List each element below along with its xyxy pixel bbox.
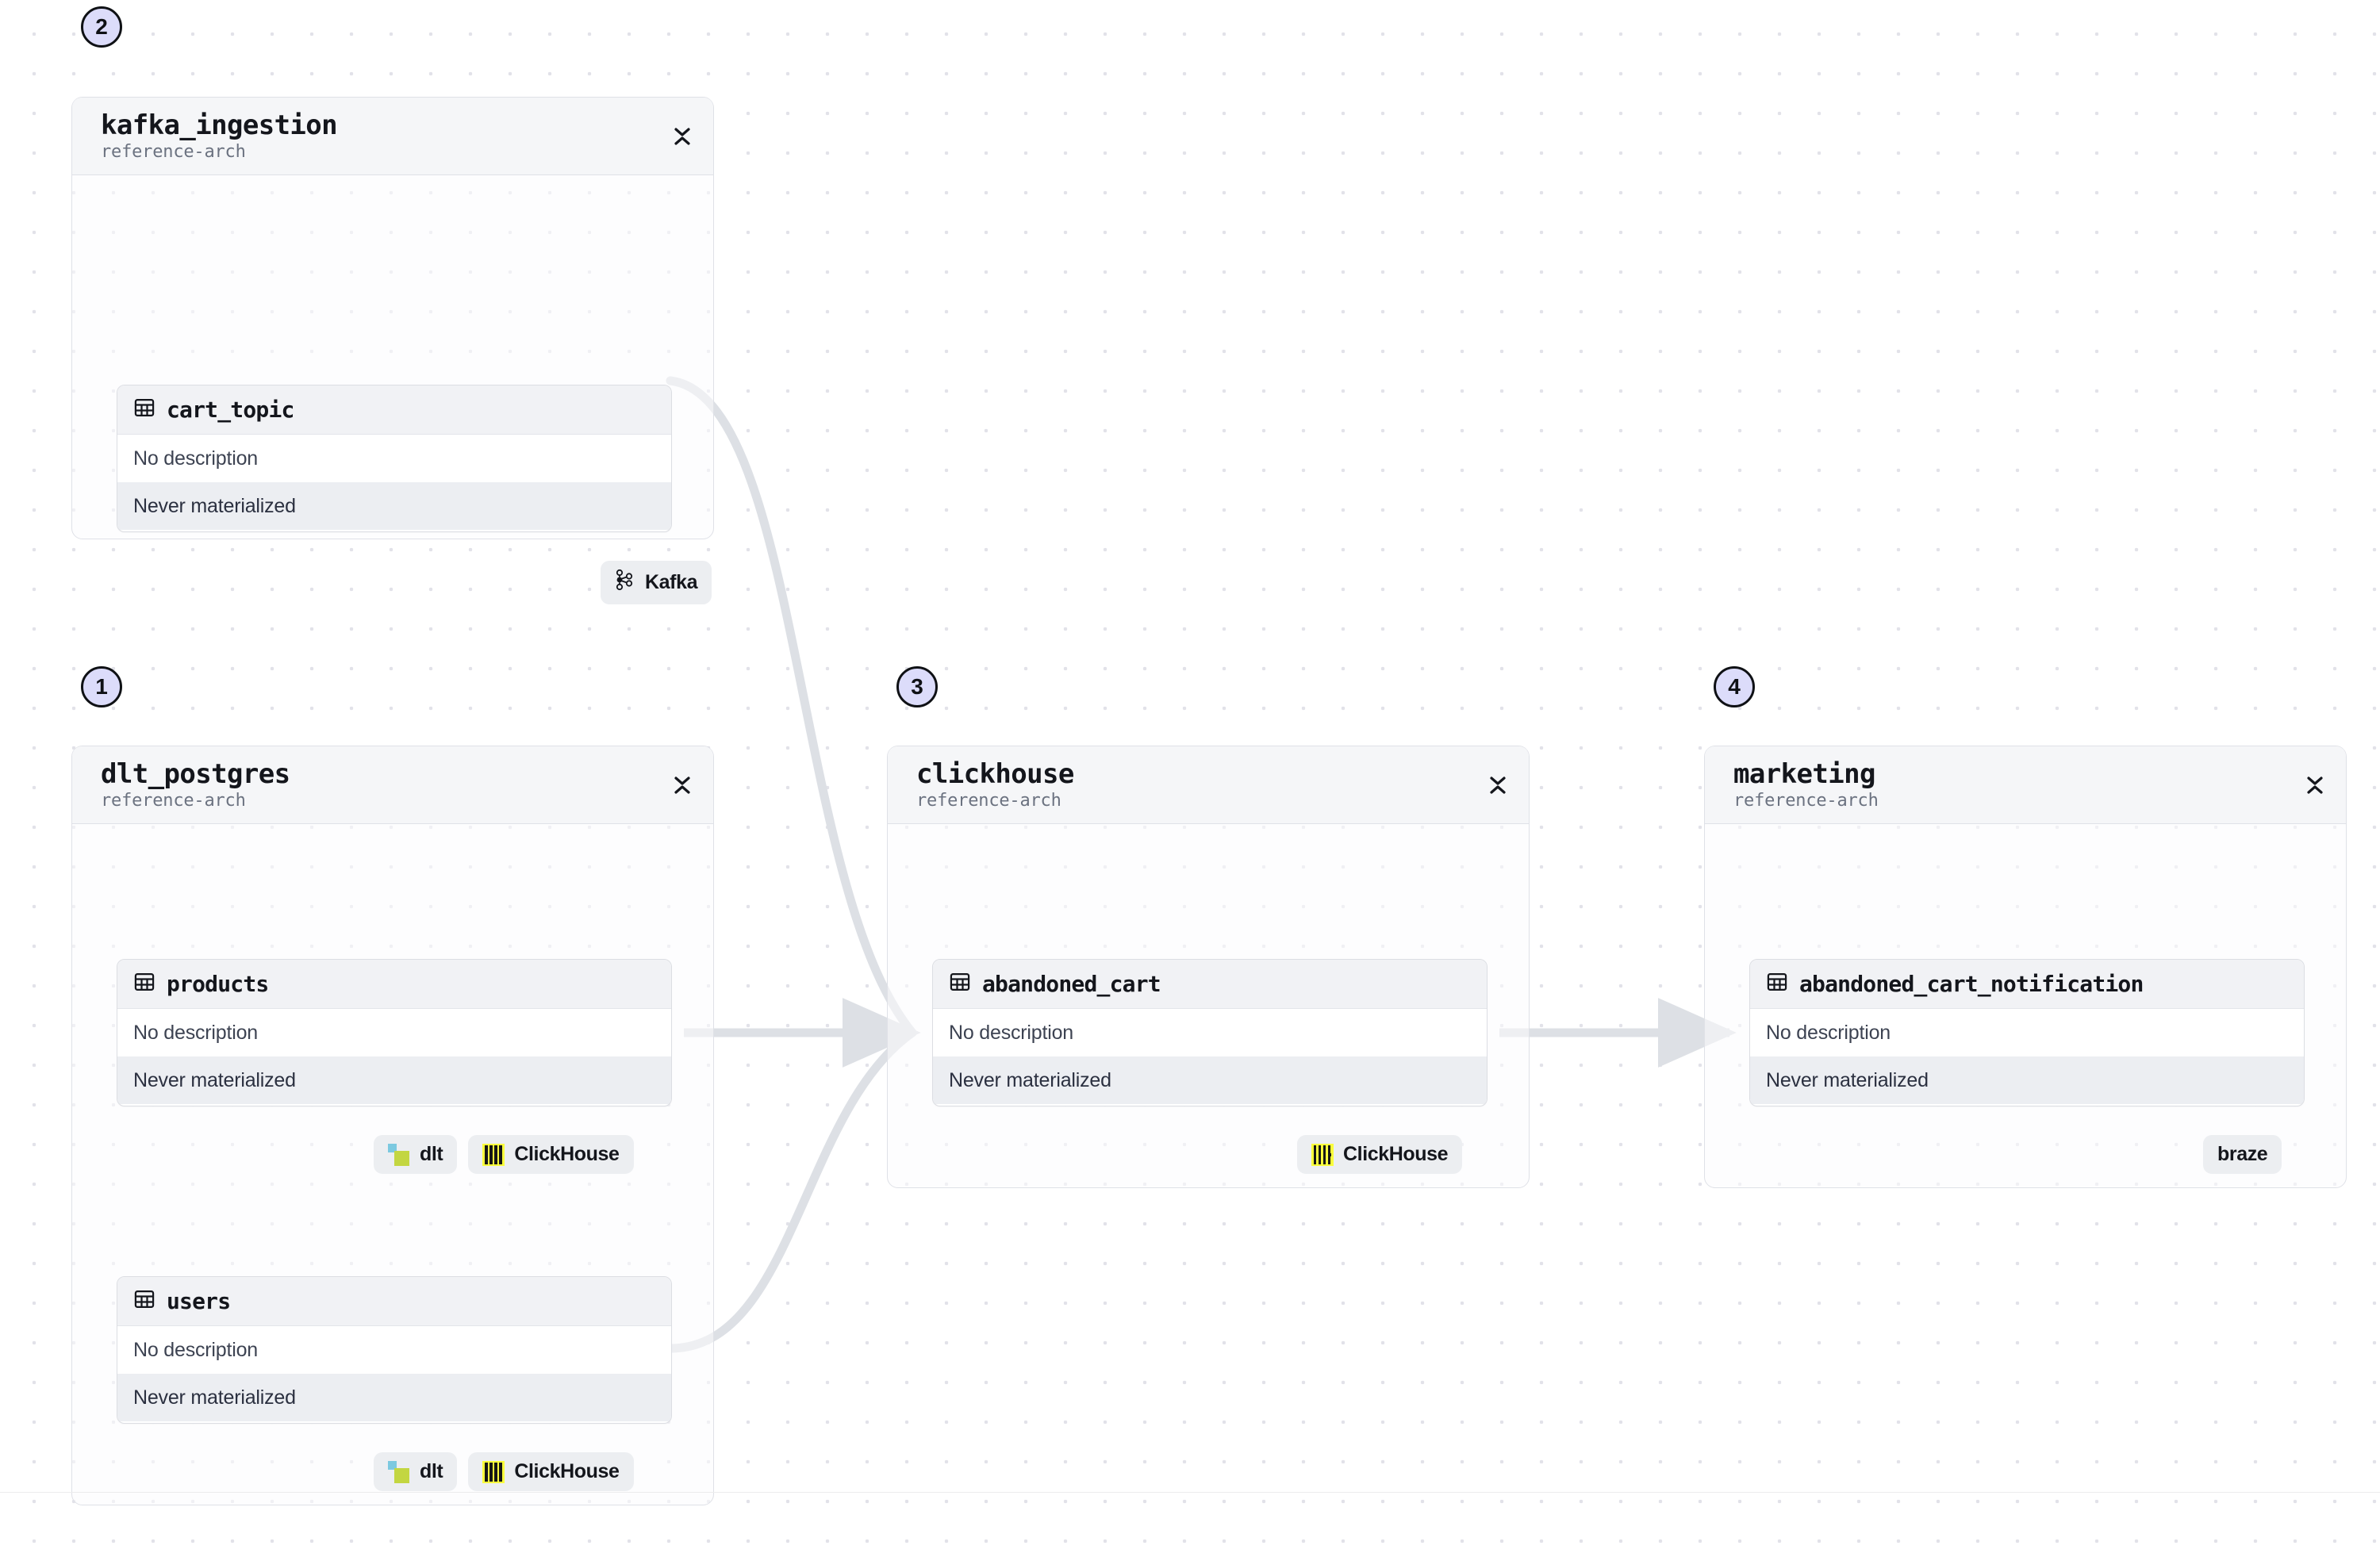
dlt-icon: [388, 1143, 410, 1166]
table-node-description: No description: [117, 1326, 671, 1374]
dlt-icon: [388, 1460, 410, 1483]
group-index-badge-marketing: 4: [1714, 666, 1755, 707]
tool-badge-dlt[interactable]: dlt: [374, 1452, 458, 1491]
table-grid-icon: [133, 971, 155, 997]
table-node-abandoned-cart-notification[interactable]: abandoned_cart_notification No descripti…: [1749, 959, 2305, 1106]
table-node-description: No description: [117, 1009, 671, 1056]
group-header[interactable]: kafka_ingestion reference-arch: [72, 98, 713, 175]
table-node-description: No description: [1750, 1009, 2304, 1056]
collapse-chevrons-icon[interactable]: [2301, 772, 2328, 799]
group-index-badge-kafka-ingestion: 2: [81, 6, 122, 48]
table-node-header[interactable]: abandoned_cart_notification: [1750, 960, 2304, 1009]
tool-badge-clickhouse[interactable]: ClickHouse: [468, 1135, 634, 1174]
group-subtitle: reference-arch: [101, 141, 246, 162]
table-node-title: products: [167, 971, 269, 997]
tool-badge-row-users: dlt ClickHouse: [374, 1452, 634, 1491]
tool-badge-label: Kafka: [645, 571, 698, 593]
tool-badge-row-products: dlt ClickHouse: [374, 1135, 634, 1174]
table-node-materialization: Never materialized: [117, 482, 671, 530]
tool-badge-kafka[interactable]: Kafka: [601, 561, 712, 604]
collapse-chevrons-icon[interactable]: [669, 123, 696, 150]
group-marketing[interactable]: marketing reference-arch: [1704, 746, 2347, 1188]
table-grid-icon: [133, 397, 155, 423]
tool-badge-row-abandoned-cart-notification: braze: [2203, 1135, 2282, 1174]
table-node-description: No description: [117, 435, 671, 482]
tool-badge-clickhouse[interactable]: ClickHouse: [1297, 1135, 1463, 1174]
table-node-materialization: Never materialized: [933, 1056, 1487, 1104]
tool-badge-label: ClickHouse: [1343, 1143, 1449, 1165]
collapse-chevrons-icon[interactable]: [669, 772, 696, 799]
table-node-users[interactable]: users No description Never materialized: [117, 1276, 672, 1424]
group-header[interactable]: clickhouse reference-arch: [888, 746, 1529, 824]
group-header[interactable]: dlt_postgres reference-arch: [72, 746, 713, 824]
tool-badge-clickhouse[interactable]: ClickHouse: [468, 1452, 634, 1491]
clickhouse-icon: [482, 1460, 505, 1483]
table-node-title: users: [167, 1288, 231, 1314]
group-title: clickhouse: [916, 757, 1074, 790]
tool-badge-label: ClickHouse: [514, 1143, 620, 1165]
tool-badge-label: dlt: [420, 1460, 443, 1482]
table-grid-icon: [133, 1288, 155, 1314]
table-node-title: cart_topic: [167, 397, 294, 423]
table-node-products[interactable]: products No description Never materializ…: [117, 959, 672, 1106]
group-subtitle: reference-arch: [101, 790, 246, 811]
table-node-abandoned-cart[interactable]: abandoned_cart No description Never mate…: [932, 959, 1488, 1106]
group-title: kafka_ingestion: [101, 109, 338, 141]
tool-badge-label: ClickHouse: [514, 1460, 620, 1482]
clickhouse-icon: [1311, 1143, 1334, 1166]
table-node-cart-topic[interactable]: cart_topic No description Never material…: [117, 385, 672, 532]
table-node-title: abandoned_cart: [982, 971, 1161, 997]
table-node-materialization: Never materialized: [117, 1374, 671, 1421]
table-node-materialization: Never materialized: [1750, 1056, 2304, 1104]
table-grid-icon: [949, 971, 971, 997]
group-index-badge-dlt-postgres: 1: [81, 666, 122, 707]
table-node-header[interactable]: abandoned_cart: [933, 960, 1487, 1009]
table-node-header[interactable]: cart_topic: [117, 385, 671, 435]
group-clickhouse[interactable]: clickhouse reference-arch: [887, 746, 1530, 1188]
tool-badge-row-cart-topic: Kafka: [601, 561, 712, 604]
table-node-description: No description: [933, 1009, 1487, 1056]
table-node-materialization: Never materialized: [117, 1056, 671, 1104]
group-kafka-ingestion[interactable]: kafka_ingestion reference-arch: [71, 97, 714, 604]
bottom-divider: [0, 1492, 2380, 1493]
kafka-icon: [615, 569, 635, 596]
table-grid-icon: [1766, 971, 1788, 997]
group-title: dlt_postgres: [101, 757, 290, 790]
tool-badge-label: braze: [2217, 1143, 2268, 1165]
table-node-header[interactable]: products: [117, 960, 671, 1009]
group-subtitle: reference-arch: [916, 790, 1061, 811]
tool-badge-label: dlt: [420, 1143, 443, 1165]
tool-badge-dlt[interactable]: dlt: [374, 1135, 458, 1174]
tool-badge-braze[interactable]: braze: [2203, 1135, 2282, 1174]
table-node-header[interactable]: users: [117, 1277, 671, 1326]
tool-badge-row-abandoned-cart: ClickHouse: [1297, 1135, 1463, 1174]
group-index-badge-clickhouse: 3: [896, 666, 938, 707]
table-node-title: abandoned_cart_notification: [1799, 971, 2144, 997]
group-dlt-postgres[interactable]: dlt_postgres reference-arch: [71, 746, 714, 1505]
group-subtitle: reference-arch: [1733, 790, 1879, 811]
clickhouse-icon: [482, 1143, 505, 1166]
group-title: marketing: [1733, 757, 1875, 790]
group-header[interactable]: marketing reference-arch: [1705, 746, 2346, 824]
collapse-chevrons-icon[interactable]: [1484, 772, 1511, 799]
